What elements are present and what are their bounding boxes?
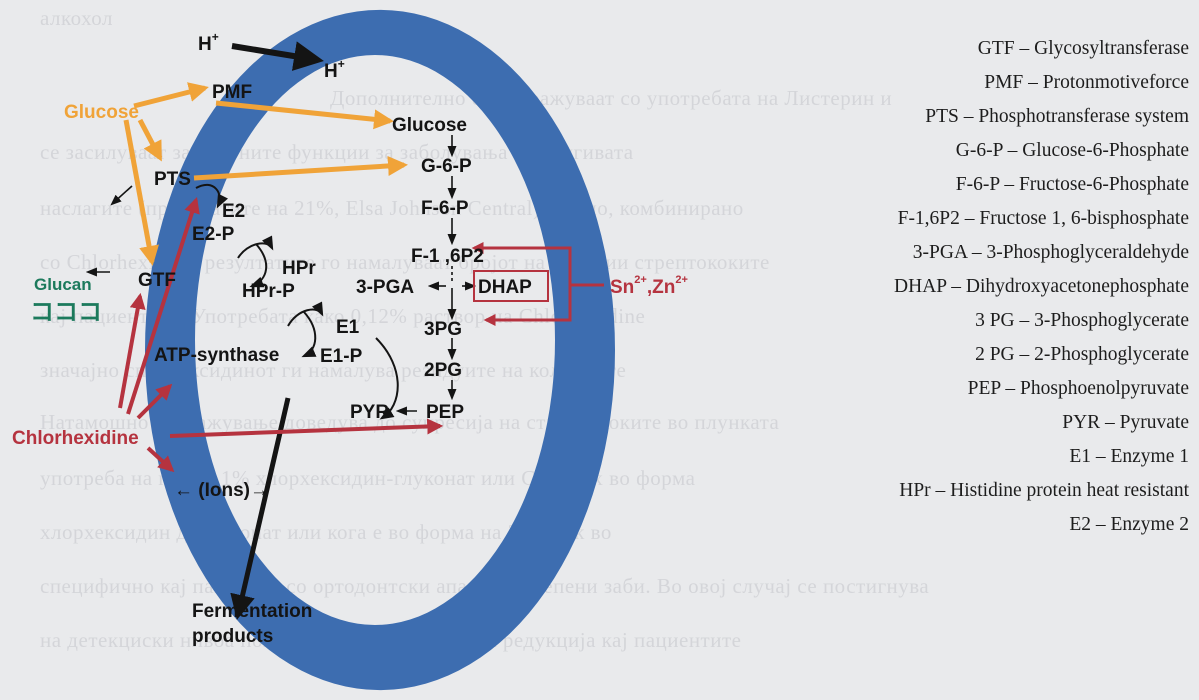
atp-synthase-label: ATP-synthase	[154, 345, 279, 366]
legend-item: E2 – Enzyme 2	[1069, 514, 1189, 535]
e2-label: E2	[222, 201, 245, 222]
inhibitor-arrows	[118, 196, 604, 473]
pathway-arrows	[85, 135, 477, 416]
metabolism-diagram: H+ H+ PMF Glucose Glucose PTS E2 E2-P HP…	[12, 9, 688, 691]
2pg-label: 2PG	[424, 360, 462, 381]
fermentation-label-2: products	[192, 626, 273, 647]
background-text: алкохол	[40, 6, 114, 30]
glucose-outside-label: Glucose	[64, 102, 139, 123]
legend-item: G-6-P – Glucose-6-Phosphate	[955, 140, 1189, 161]
pts-label: PTS	[154, 169, 191, 190]
g6p-label: G-6-P	[421, 156, 472, 177]
phosphorylation-curves	[195, 183, 399, 420]
background-text: Дополнително се истражуваат со употребат…	[330, 86, 893, 110]
f6p-label: F-6-P	[421, 198, 469, 219]
glucose-inside-label: Glucose	[392, 115, 467, 136]
abbreviation-legend: GTF – Glycosyltransferase PMF – Protonmo…	[719, 32, 1189, 542]
legend-item: HPr – Histidine protein heat resistant	[899, 480, 1189, 501]
chlorhexidine-label: Chlorhexidine	[12, 428, 139, 449]
legend-item: F-6-P – Fructose-6-Phosphate	[955, 174, 1189, 195]
legend-item: PYR – Pyruvate	[1062, 412, 1189, 433]
e1-label: E1	[336, 317, 360, 338]
dhap-label: DHAP	[478, 277, 532, 298]
ions-label: ← (Ions)→	[174, 480, 269, 501]
glucan-label: Glucan	[34, 275, 92, 294]
glucose-arrows	[123, 82, 408, 266]
e1p-label: E1-P	[320, 346, 363, 367]
legend-item: PTS – Phosphotransferase system	[925, 106, 1189, 127]
h-plus-inside: H+	[324, 57, 345, 82]
glucan-chain-icon: コココ	[30, 299, 102, 326]
legend-item: PMF – Protonmotiveforce	[984, 72, 1189, 93]
legend-item: GTF – Glycosyltransferase	[977, 38, 1189, 59]
legend-item: 2 PG – 2-Phosphoglycerate	[975, 344, 1189, 365]
legend-item: F-1,6P2 – Fructose 1, 6-bisphosphate	[897, 208, 1189, 229]
fermentation-arrow	[230, 397, 291, 620]
3pg-label: 3PG	[424, 319, 462, 340]
legend-item: 3 PG – 3-Phosphoglycerate	[975, 310, 1189, 331]
legend-item: E1 – Enzyme 1	[1069, 446, 1189, 467]
gtf-label: GTF	[138, 270, 176, 291]
legend-item: PEP – Phosphoenolpyruvate	[967, 378, 1189, 399]
background-text: наслагите (препаратите на 21%, Elsa John…	[40, 196, 744, 220]
tin-zinc-label: Sn2+,Zn2+	[610, 274, 688, 298]
hprp-label: HPr-P	[242, 281, 295, 302]
pep-label: PEP	[426, 402, 464, 423]
pga-label: 3-PGA	[356, 277, 414, 298]
pyr-label: PYR	[350, 402, 389, 423]
fermentation-label-1: Fermentation	[192, 601, 312, 622]
h-plus-outside: H+	[198, 30, 219, 55]
pmf-label: PMF	[212, 82, 252, 103]
legend-item: 3-PGA – 3-Phosphoglyceraldehyde	[912, 242, 1189, 263]
e2p-label: E2-P	[192, 224, 235, 245]
legend-item: DHAP – Dihydroxyacetonephosphate	[894, 276, 1189, 297]
f16p2-label: F-1 ,6P2	[411, 246, 484, 267]
dhap-box	[473, 270, 549, 302]
hpr-label: HPr	[282, 258, 316, 279]
proton-arrow	[231, 41, 324, 71]
